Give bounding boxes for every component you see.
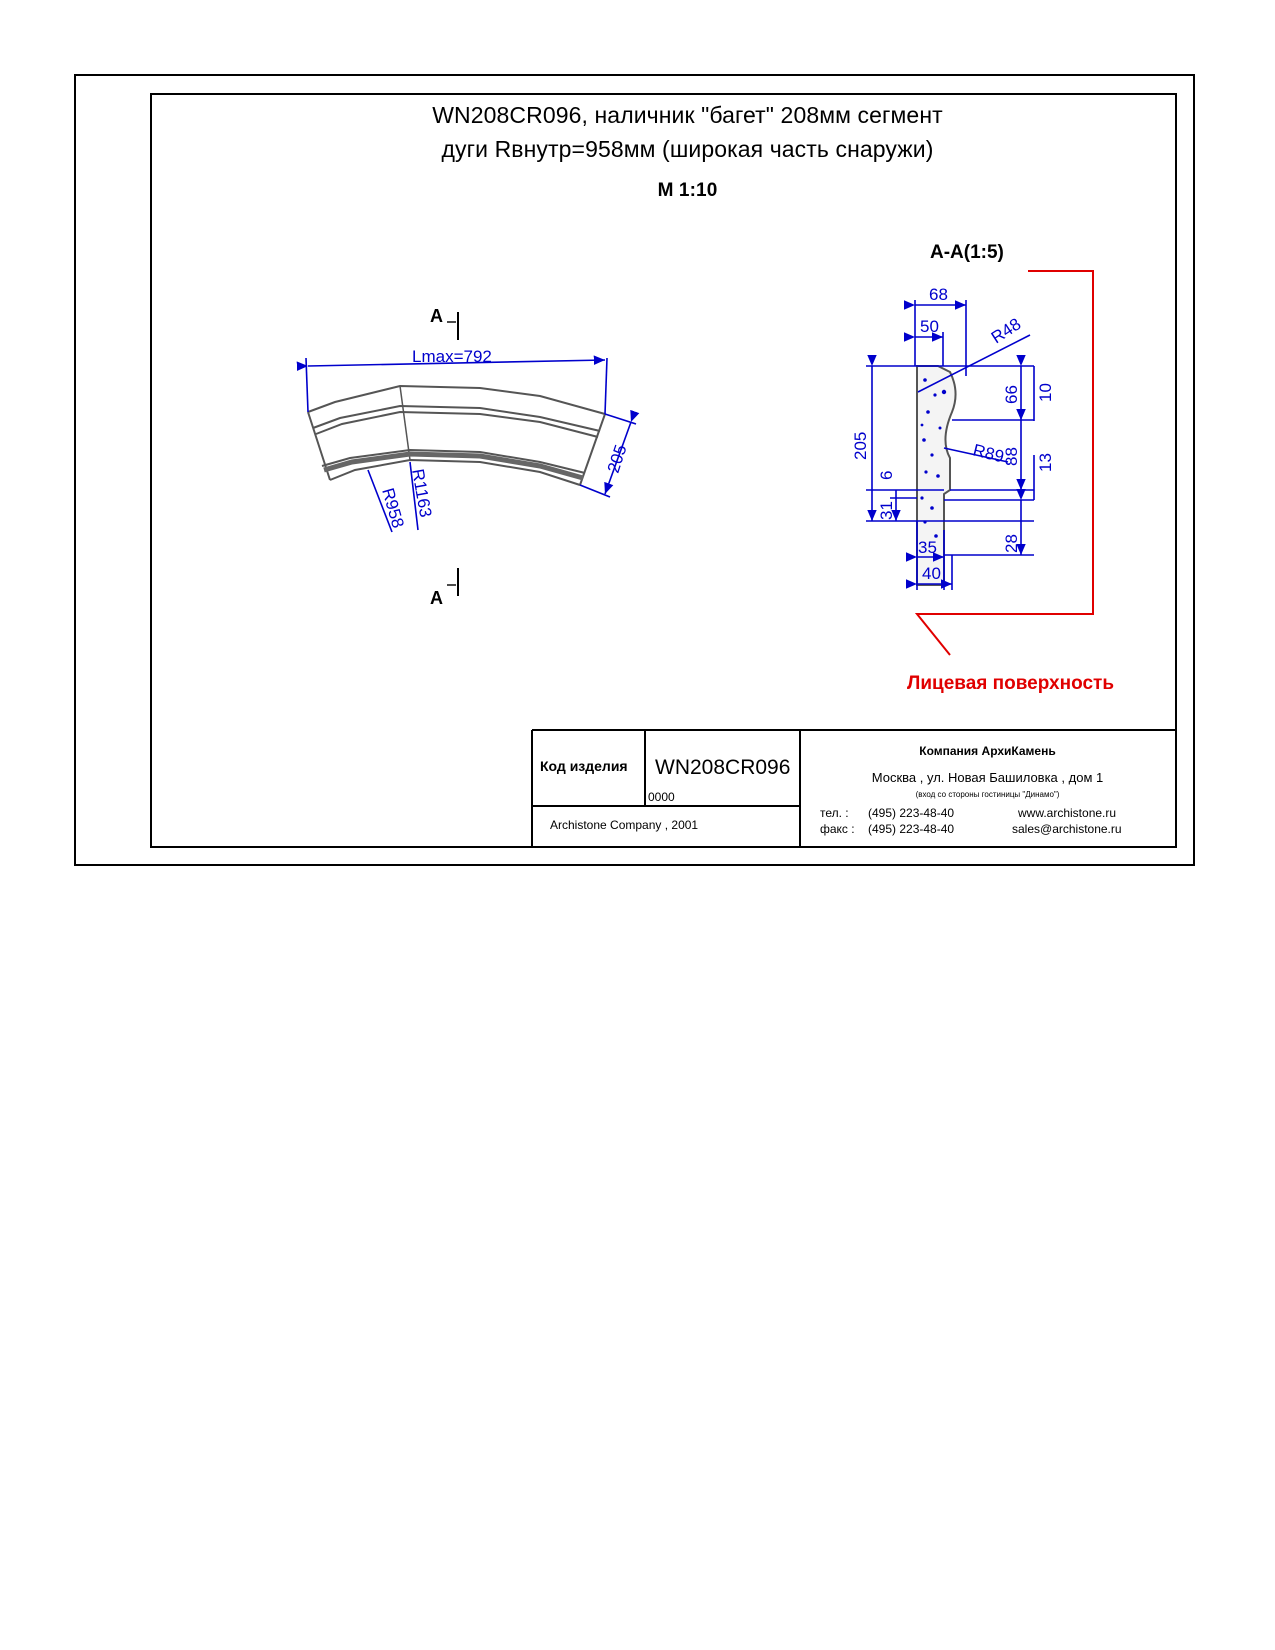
copyright-text: Archistone Company , 2001 — [550, 818, 699, 832]
dim-35: 35 — [918, 538, 937, 557]
dim-10: 10 — [1036, 383, 1055, 402]
dim-r89: R89 — [971, 440, 1006, 466]
outer-frame — [74, 74, 1195, 866]
fax-number: (495) 223-48-40 — [868, 822, 955, 836]
face-surface-outline — [914, 270, 1094, 656]
code-label: Код изделия — [540, 758, 628, 774]
phone-number: (495) 223-48-40 — [868, 806, 955, 820]
code-sub: 0000 — [648, 790, 675, 804]
cut-mark-top-label: А — [430, 306, 443, 326]
arch-groove — [323, 451, 584, 481]
inner-frame — [150, 93, 1177, 848]
radius-outer-label: R1163 — [408, 467, 435, 518]
width-dimension — [579, 409, 640, 498]
dim-205: 205 — [851, 432, 870, 460]
section-dimensions — [866, 300, 1035, 590]
dim-r48: R48 — [988, 314, 1025, 347]
cut-mark-top — [447, 312, 459, 340]
cut-mark-bottom-label: А — [430, 588, 443, 608]
dim-40: 40 — [922, 564, 941, 583]
fax-label: факс : — [820, 822, 855, 836]
length-dimension — [296, 355, 608, 415]
title-block-grid — [531, 729, 1175, 846]
company-address: Москва , ул. Новая Башиловка , дом 1 — [871, 770, 1104, 785]
dim-31: 31 — [877, 501, 896, 520]
plan-view: А А Lmax=792 — [296, 306, 640, 608]
title-line-2: дуги Rвнутр=958мм (широкая часть снаружи… — [441, 136, 934, 162]
length-dimension-label: Lmax=792 — [412, 347, 492, 366]
address-note: (вход со стороны гостиницы "Динамо") — [915, 790, 1060, 799]
width-dimension-label: 205 — [604, 442, 631, 475]
cut-mark-bottom — [447, 568, 459, 596]
dim-6: 6 — [877, 471, 896, 480]
dim-66: 66 — [1002, 385, 1021, 404]
profile-outline — [916, 365, 957, 586]
section-label: А-А(1:5) — [930, 242, 1004, 263]
website-link[interactable]: www.archistone.ru — [1018, 806, 1117, 820]
dim-50: 50 — [920, 317, 939, 336]
section-view: А-А(1:5) — [851, 242, 1094, 656]
company-name: Компания АрхиКамень — [919, 744, 1056, 758]
profile-hatch — [920, 378, 947, 538]
dim-28: 28 — [1002, 534, 1021, 553]
phone-label: тел. : — [820, 806, 849, 820]
dim-68: 68 — [929, 285, 948, 304]
dim-88: 88 — [1002, 447, 1021, 466]
radius-leaders — [367, 461, 419, 533]
title-line-1: WN208CR096, наличник "багет" 208мм сегме… — [432, 102, 943, 128]
email-link[interactable]: sales@archistone.ru — [1012, 822, 1122, 836]
face-surface-label: Лицевая поверхность — [907, 673, 1115, 694]
code-value: WN208CR096 — [655, 756, 791, 779]
scale-label: М 1:10 — [657, 180, 718, 201]
arch-segment — [307, 384, 606, 486]
dim-13: 13 — [1036, 453, 1055, 472]
